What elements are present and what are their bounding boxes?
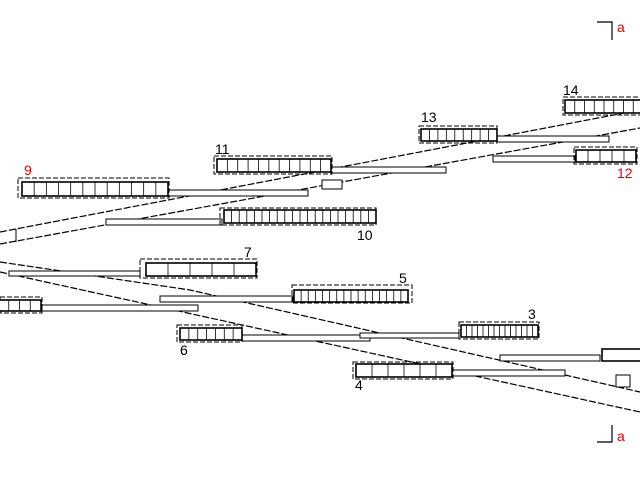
section-marker-bottom: a <box>597 425 625 444</box>
building-label-9: 9 <box>24 162 32 178</box>
building-label-7: 7 <box>244 244 252 260</box>
section-marker-top: a <box>597 19 625 40</box>
building-bay-lines <box>8 100 634 377</box>
building-13: 13 <box>418 109 498 144</box>
building-label-12: 12 <box>617 165 633 181</box>
building-partial-left <box>0 296 43 314</box>
building-label-3: 3 <box>528 306 536 322</box>
building-4: 4 <box>352 361 454 393</box>
building-label-13: 13 <box>421 109 437 125</box>
building-label-10: 10 <box>357 227 373 243</box>
building-12: 12 <box>573 146 638 181</box>
building-partial-right <box>601 348 640 362</box>
building-7: 7 <box>139 244 258 279</box>
section-label-top: a <box>617 19 625 35</box>
building-label-4: 4 <box>355 377 363 393</box>
building-11: 11 <box>213 141 333 175</box>
building-label-6: 6 <box>180 342 188 358</box>
building-6: 6 <box>176 324 243 358</box>
building-9: 9 <box>17 162 170 199</box>
building-label-14: 14 <box>563 82 579 98</box>
platforms <box>8 135 631 388</box>
building-10: 10 <box>219 207 377 243</box>
upper-road <box>0 109 640 245</box>
section-label-bottom: a <box>617 428 625 444</box>
building-label-11: 11 <box>215 141 230 157</box>
building-label-5: 5 <box>399 270 407 286</box>
